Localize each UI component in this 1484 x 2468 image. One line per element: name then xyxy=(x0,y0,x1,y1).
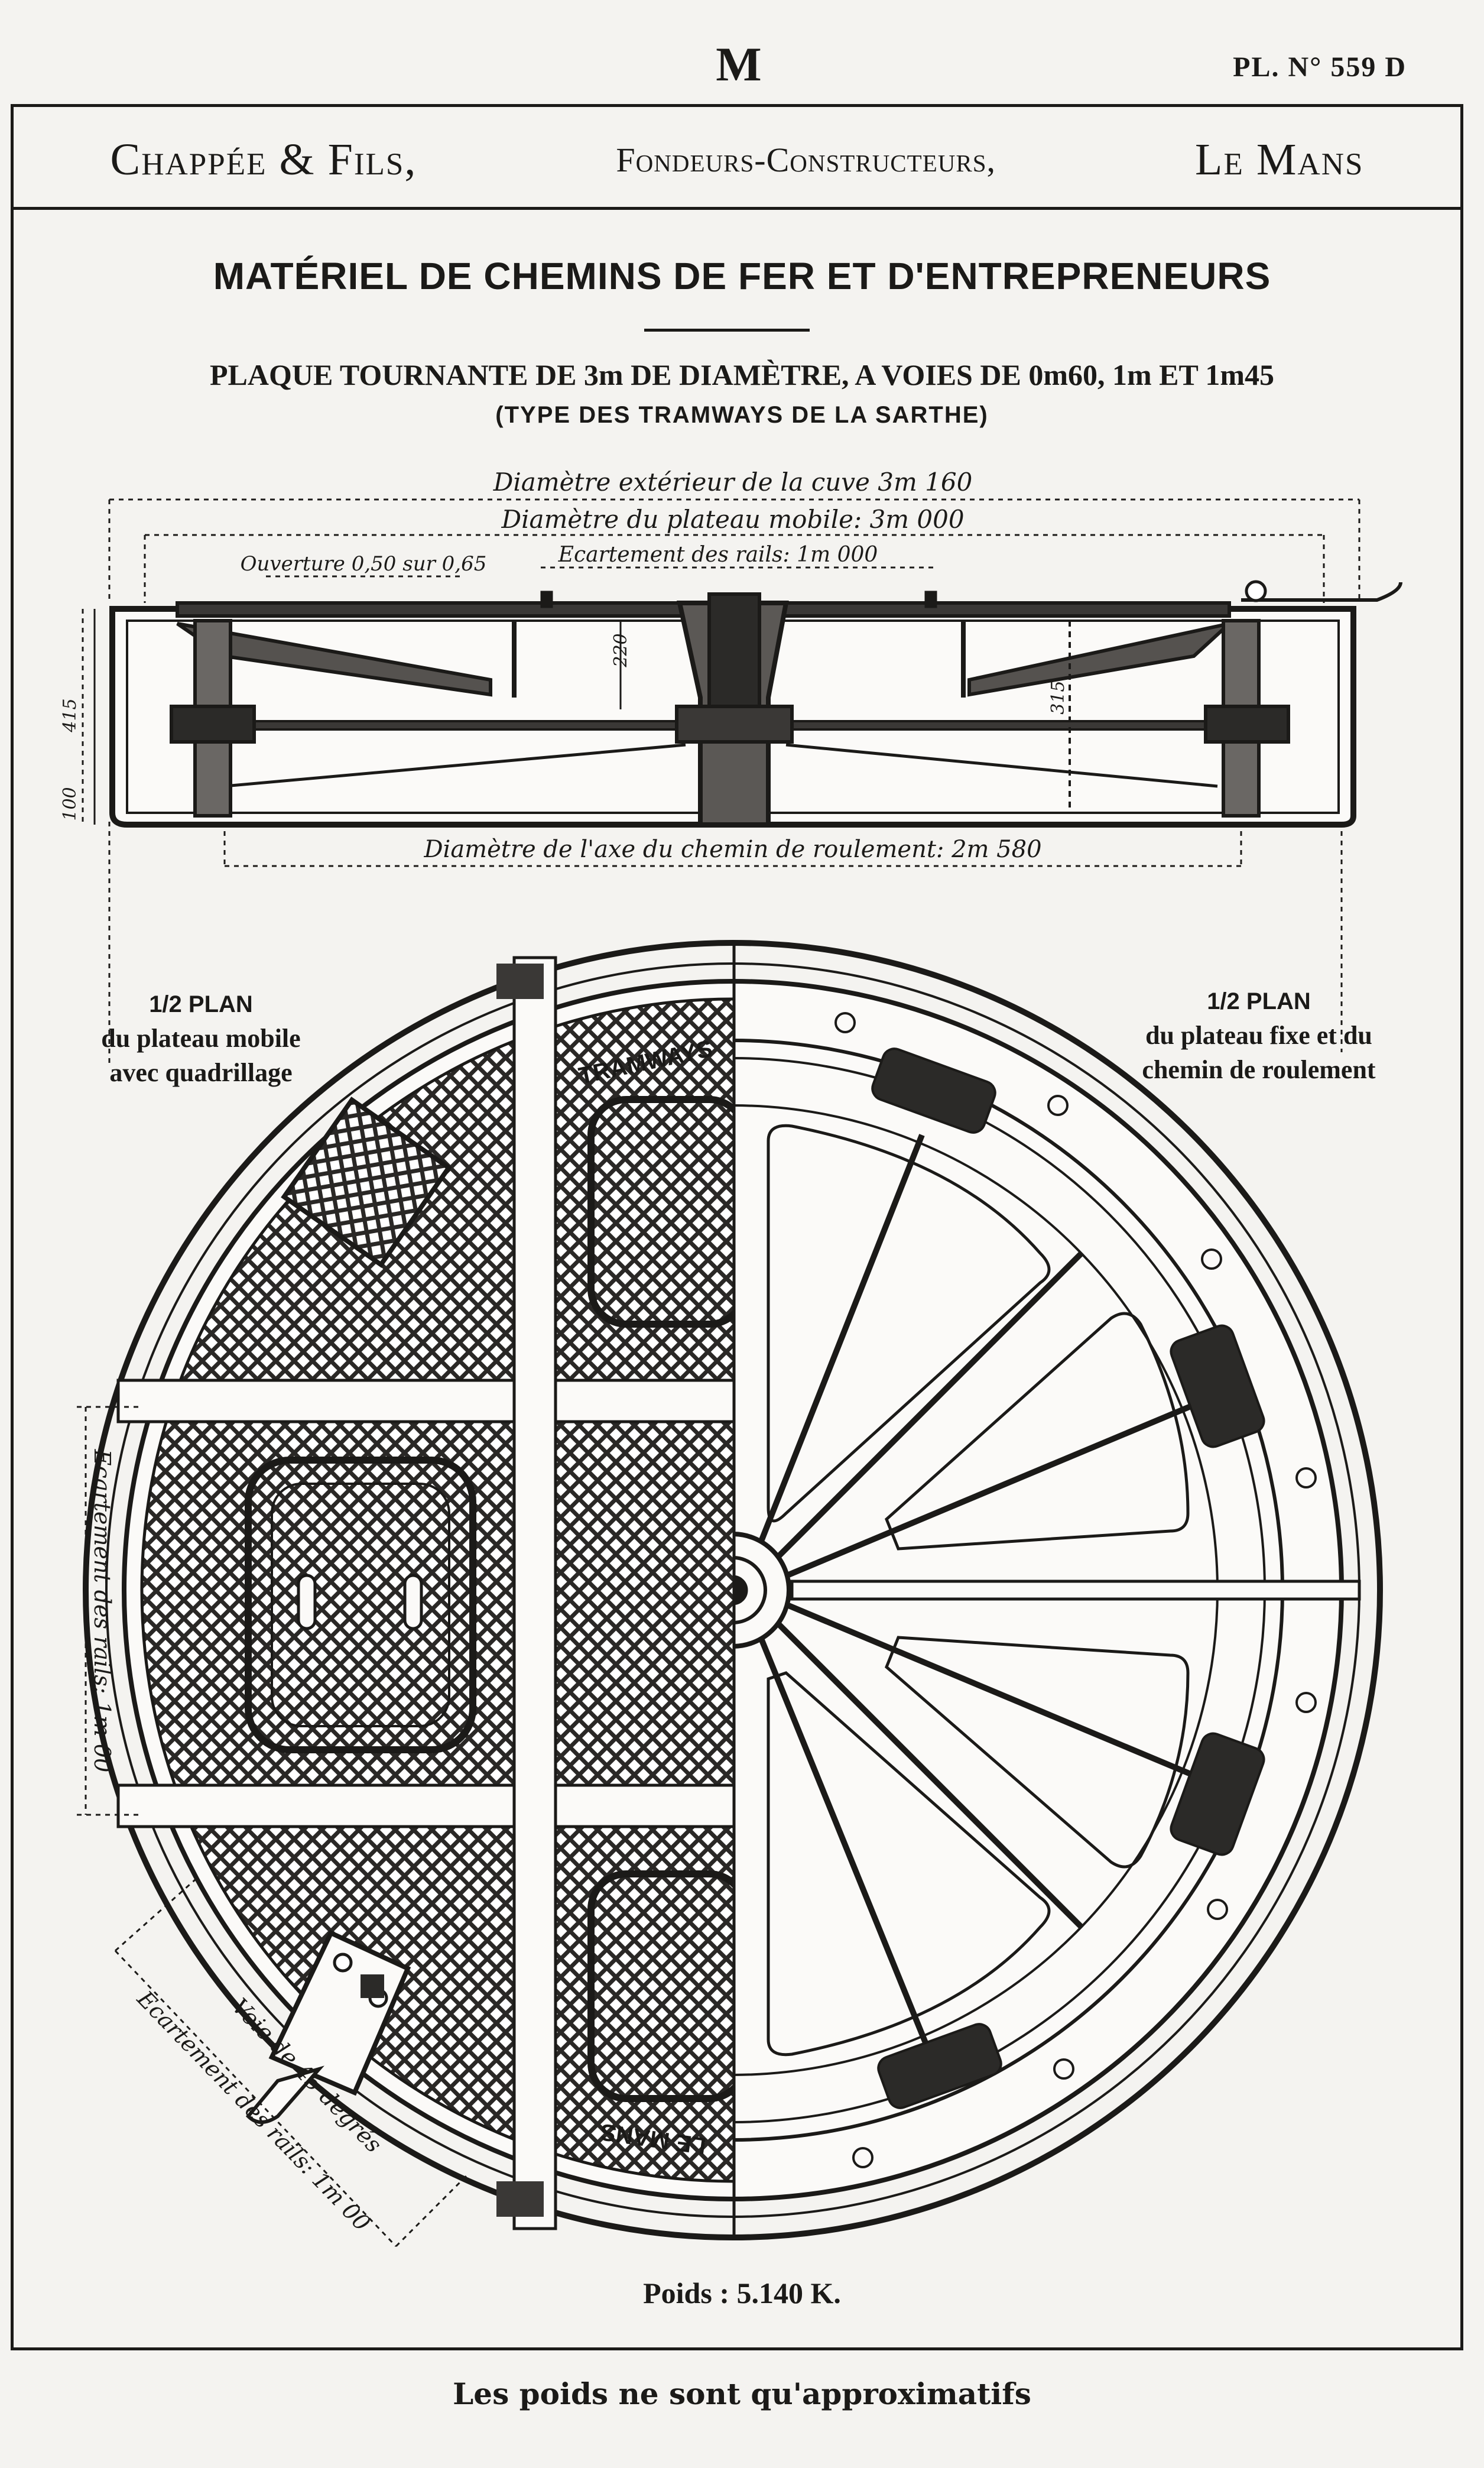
movable-plate-half xyxy=(116,956,734,2230)
dim-side-gauge: Ecartement des rails: 1m 00 xyxy=(89,1449,115,1773)
turntable-drawing: Diamètre extérieur de la cuve 3m 160 Dia… xyxy=(60,468,1402,2248)
dim-outer-diameter: Diamètre extérieur de la cuve 3m 160 xyxy=(493,468,973,497)
fixed-plate-half xyxy=(734,979,1361,2201)
page-frame xyxy=(11,104,1463,2350)
right-half-caption-line-2: chemin de roulement xyxy=(1142,1055,1376,1084)
dim-rail-gauge: Ecartement des rails: 1m 000 xyxy=(558,543,878,567)
type-note: (TYPE DES TRAMWAYS DE LA SARTHE) xyxy=(495,402,989,428)
dim-center-height: 220 xyxy=(611,633,631,667)
main-title: MATÉRIEL DE CHEMINS DE FER ET D'ENTREPRE… xyxy=(213,255,1271,297)
dim-depth-base: 100 xyxy=(60,787,80,820)
left-half-caption-line-2: avec quadrillage xyxy=(109,1058,293,1087)
company-header: Chappée & Fils, Fondeurs-Constructeurs, … xyxy=(11,112,1463,207)
right-half-fraction: 1/2 PLAN xyxy=(1207,988,1311,1014)
section-view xyxy=(82,498,1402,1064)
dim-opening: Ouverture 0,50 sur 0,65 xyxy=(241,552,487,576)
company-trade: Fondeurs-Constructeurs, xyxy=(616,140,996,179)
dim-plate-diameter: Diamètre du plateau mobile: 3m 000 xyxy=(501,505,964,534)
dim-right-height: 315 xyxy=(1048,680,1069,714)
subtitle: PLAQUE TOURNANTE DE 3m DE DIAMÈTRE, A VO… xyxy=(209,358,1275,391)
dim-depth-total: 415 xyxy=(60,698,80,732)
right-half-caption: 1/2 PLAN du plateau fixe et du chemin de… xyxy=(1093,984,1424,1087)
left-half-caption: 1/2 PLAN du plateau mobile avec quadrill… xyxy=(89,987,313,1090)
right-half-caption-line-1: du plateau fixe et du xyxy=(1145,1021,1372,1050)
dim-rolling-path: Diamètre de l'axe du chemin de roulement… xyxy=(423,836,1041,863)
company-name: Chappée & Fils, xyxy=(110,134,417,184)
weight-label: Poids : 5.140 K. xyxy=(643,2276,841,2310)
plate-number: PL. N° 559 D xyxy=(1233,51,1407,83)
page-letter: M xyxy=(716,37,762,91)
company-city: Le Mans xyxy=(1195,134,1364,184)
left-half-caption-line-1: du plateau mobile xyxy=(101,1024,301,1053)
left-half-fraction: 1/2 PLAN xyxy=(149,991,253,1017)
plan-view: TRAMWAYS LE MANS xyxy=(77,940,1383,2248)
header-rule xyxy=(11,207,1463,210)
title-rule xyxy=(644,329,810,332)
footnote: Les poids ne sont qu'approximatifs xyxy=(453,2376,1031,2411)
